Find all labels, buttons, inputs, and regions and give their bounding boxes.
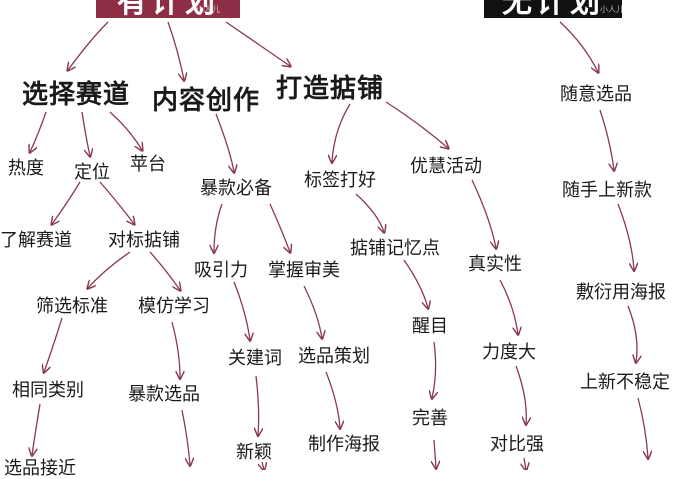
- arrow-plan-to-store: [225, 21, 290, 66]
- node-perfunctory-poster: 敷衍用海报: [576, 282, 666, 303]
- node-store-memory: 掂铺记忆点: [350, 238, 440, 259]
- node-tag: 标签打好: [304, 170, 376, 191]
- node-promo: 优慧活动: [410, 156, 482, 177]
- arrow-track-position: [81, 111, 90, 156]
- arrow-perfect-down: [434, 439, 436, 468]
- node-unstable-new: 上新不稳定: [580, 372, 670, 393]
- node-perfect: 完善: [412, 408, 448, 429]
- arrow-track-heat: [30, 111, 47, 152]
- arrow-store-tag: [332, 103, 351, 162]
- arrow-tag-memory: [355, 193, 384, 232]
- arrow-hot-aesthetic: [269, 203, 290, 252]
- node-benchmark-store: 对标掂铺: [108, 230, 180, 251]
- arrow-benchmark-imitate: [149, 251, 180, 290]
- arrow-position-understand: [52, 181, 81, 224]
- node-position: 定位: [74, 162, 110, 183]
- arrow-plan-to-track: [68, 21, 109, 70]
- node-same-category: 相同类别: [12, 380, 84, 401]
- arrow-unstable-down: [637, 397, 648, 458]
- arrow-same-near: [32, 403, 41, 455]
- section-choose-track: 选择赛道: [22, 80, 131, 110]
- node-keyword: 关建词: [228, 348, 282, 369]
- node-hot-product: 暴款选品: [128, 384, 200, 405]
- noplan-watermark: 小人儿: [600, 5, 624, 14]
- node-strength: 力度大: [482, 342, 536, 363]
- arrow-hot-down: [181, 409, 190, 465]
- arrow-content-hot-must: [215, 113, 234, 172]
- arrow-eye-perfect: [432, 341, 436, 398]
- arrow-store-promo: [385, 101, 448, 148]
- node-understand-track: 了解赛道: [0, 230, 72, 251]
- node-product-plan: 选品策划: [298, 346, 370, 367]
- plan-header: 有计划: [96, 0, 240, 18]
- node-heat: 热度: [8, 158, 44, 179]
- arrow-aesthetic-plan: [303, 285, 322, 338]
- section-content-creation: 内容创作: [152, 86, 261, 116]
- arrow-noplan-random: [559, 21, 598, 72]
- arrow-track-platform: [109, 111, 142, 150]
- section-build-store: 打造掂铺: [276, 74, 385, 104]
- node-platform: 苹台: [130, 154, 166, 175]
- arrow-filter-same: [44, 317, 63, 372]
- node-select-near: 选品接近: [4, 458, 76, 479]
- node-attract: 吸引力: [194, 260, 248, 281]
- node-authentic: 真实性: [468, 254, 522, 275]
- arrow-random-casual: [599, 109, 614, 170]
- arrow-casual-poster: [617, 203, 634, 270]
- node-random-select: 随意选品: [560, 84, 632, 105]
- arrow-imitate-hot: [171, 321, 180, 378]
- arrow-attract-keyword: [233, 281, 250, 340]
- node-novel: 新颖: [236, 442, 272, 463]
- arrow-novel-down: [262, 462, 264, 470]
- arrow-promo-real: [471, 179, 496, 248]
- arrow-strength-contrast: [515, 365, 526, 424]
- arrow-benchmark-filter: [88, 251, 131, 288]
- plan-header-label: 有计划: [117, 0, 219, 20]
- arrow-real-strength: [499, 279, 518, 334]
- node-make-poster: 制作海报: [308, 434, 380, 455]
- arrow-plan-to-content: [167, 21, 184, 80]
- node-eye-catching: 醒目: [412, 316, 448, 337]
- node-contrast: 对比强: [490, 434, 544, 455]
- arrow-keyword-novel: [256, 375, 259, 435]
- arrow-memory-eye: [403, 259, 428, 308]
- arrow-hot-attract: [214, 203, 223, 252]
- plan-watermark: 小人儿: [196, 5, 220, 14]
- noplan-header-label: 无计划: [502, 0, 604, 20]
- node-imitate-learn: 模仿学习: [138, 296, 210, 317]
- arrow-contrast-down: [524, 457, 526, 470]
- arrow-plan-poster: [325, 371, 340, 428]
- node-hot-must: 暴款必备: [200, 178, 272, 199]
- arrow-poster-unstable: [627, 305, 637, 362]
- arrow-position-benchmark: [99, 181, 134, 224]
- node-casual-new: 随手上新款: [562, 180, 652, 201]
- node-filter-standard: 筛选标准: [36, 296, 108, 317]
- node-aesthetic: 掌握审美: [268, 260, 340, 281]
- noplan-header: 无计划: [484, 0, 622, 18]
